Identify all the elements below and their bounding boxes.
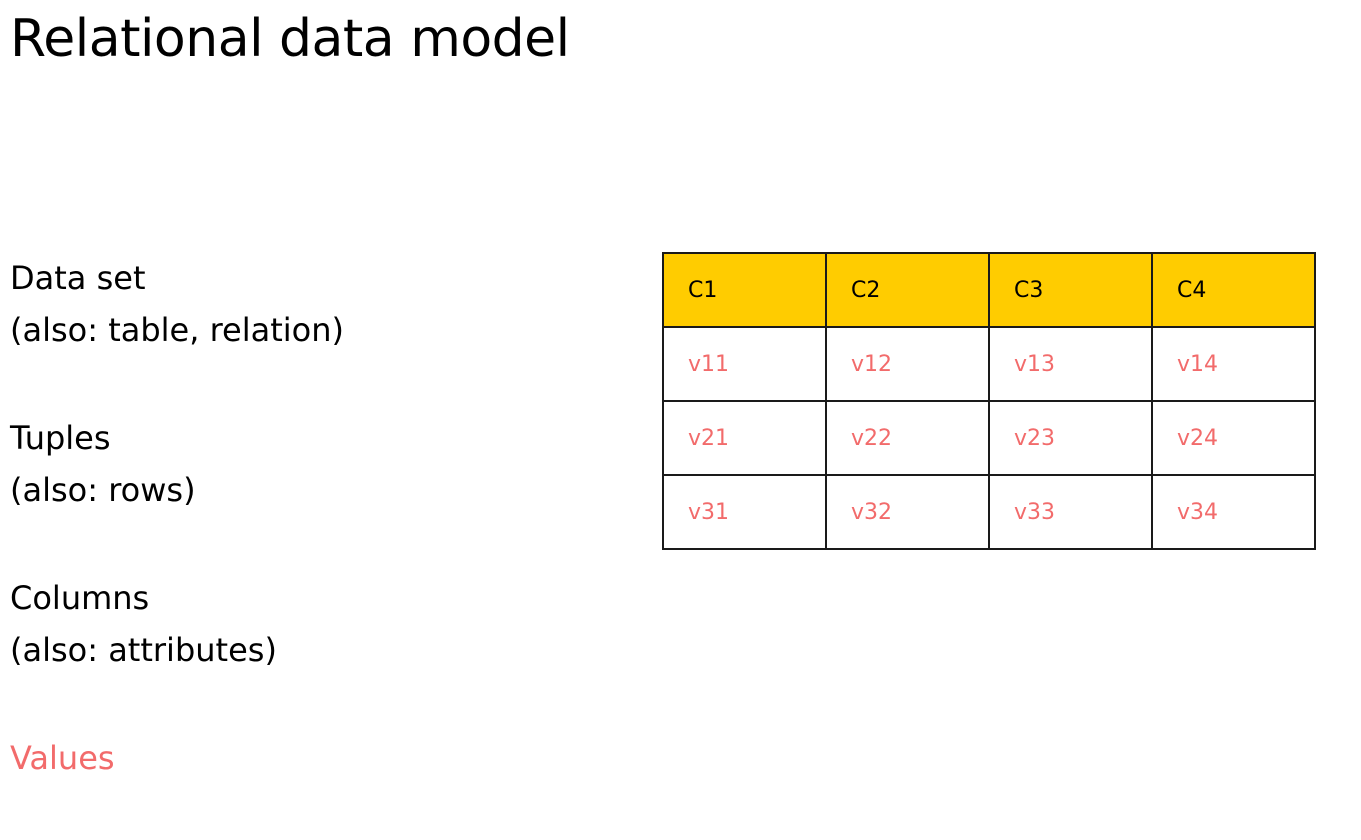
column-header: C3 [988,252,1153,328]
table-header-row: C1 C2 C3 C4 [662,252,1316,328]
table-cell: v23 [988,400,1153,476]
table-cell: v33 [988,474,1153,550]
table-row: v31 v32 v33 v34 [662,474,1316,550]
table-cell: v24 [1151,400,1316,476]
table-row: v11 v12 v13 v14 [662,326,1316,402]
term-columns: Columns (also: attributes) [10,572,610,676]
page-title: Relational data model [10,9,570,69]
term-data-set-name: Data set [10,259,146,297]
table-cell: v31 [662,474,827,550]
table-cell: v22 [825,400,990,476]
term-tuples: Tuples (also: rows) [10,412,610,516]
table-cell: v32 [825,474,990,550]
relation-table: C1 C2 C3 C4 v11 v12 v13 v14 v21 v22 v23 … [662,252,1316,550]
table-cell: v21 [662,400,827,476]
table-cell: v11 [662,326,827,402]
term-values: Values [10,732,610,784]
column-header: C2 [825,252,990,328]
table-cell: v12 [825,326,990,402]
term-data-set: Data set (also: table, relation) [10,252,610,356]
table-cell: v14 [1151,326,1316,402]
column-header: C1 [662,252,827,328]
term-columns-name: Columns [10,579,150,617]
term-data-set-alias: (also: table, relation) [10,311,344,349]
column-header: C4 [1151,252,1316,328]
table-cell: v34 [1151,474,1316,550]
term-tuples-alias: (also: rows) [10,471,196,509]
term-columns-alias: (also: attributes) [10,631,277,669]
term-tuples-name: Tuples [10,419,111,457]
table-cell: v13 [988,326,1153,402]
table-row: v21 v22 v23 v24 [662,400,1316,476]
terms-list: Data set (also: table, relation) Tuples … [10,252,610,840]
term-values-name: Values [10,739,115,777]
